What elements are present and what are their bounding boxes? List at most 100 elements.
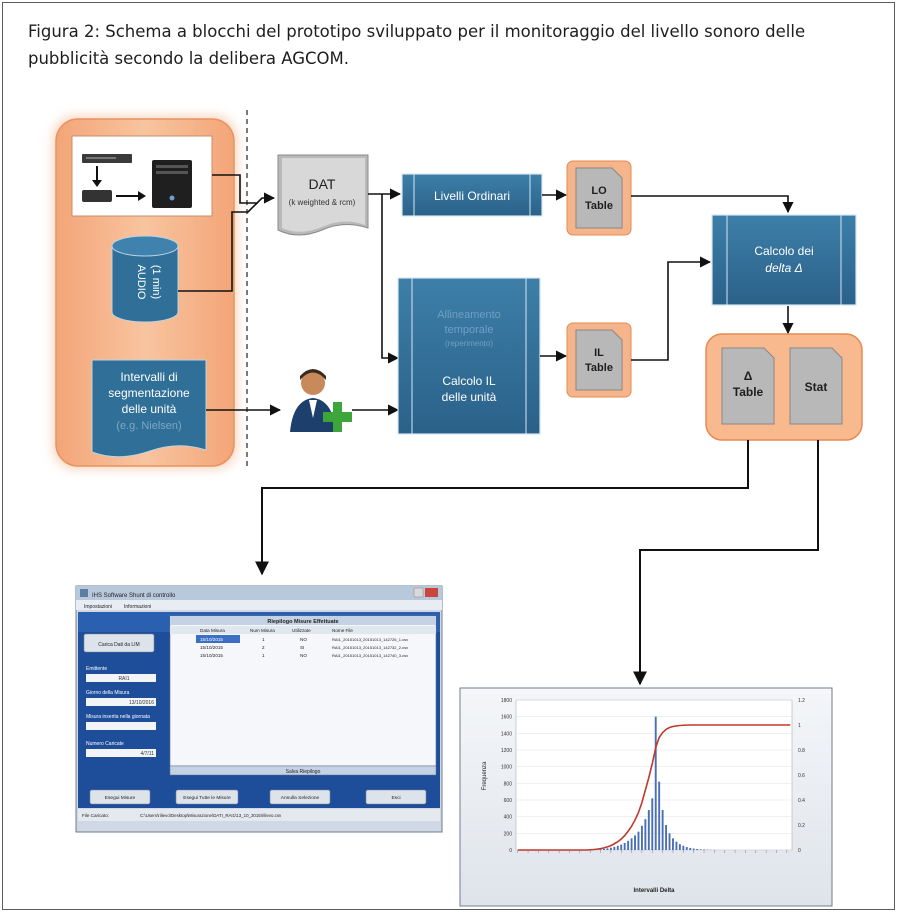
histogram-bar <box>672 838 674 850</box>
table-row[interactable]: 15/10/2015 1 NO RAI1_20151013_20151013_1… <box>200 653 408 658</box>
segments-line1: Intervalli di <box>120 370 177 384</box>
histogram-bar <box>620 844 623 850</box>
alignment-line3: (reperimento) <box>445 339 493 348</box>
table-row[interactable]: 15/10/2015 1 NO RAI1_20151013_20151013_1… <box>196 635 408 643</box>
segmentation-document: Intervalli di segmentazione delle unità … <box>91 359 207 458</box>
audio-storage: AUDIO (1 min) <box>111 235 179 323</box>
app-menu-item-info[interactable]: Informazioni <box>124 604 151 610</box>
chart-gridlines <box>516 699 792 851</box>
y2-tick-label: 1 <box>798 723 801 729</box>
cancel-selection-label: Annulla Selezione <box>281 795 320 801</box>
y-tick-label: 1600 <box>501 715 512 721</box>
histogram-bar <box>703 849 705 850</box>
histogram-bar <box>699 849 702 850</box>
processing-connectors <box>352 188 402 416</box>
histogram-bar <box>696 849 699 850</box>
alignment-box: Allineamento temporale (reperimento) Cal… <box>397 277 541 435</box>
histogram-bar <box>647 810 650 850</box>
y-tick-label: 600 <box>504 798 513 804</box>
y2-tick-label: 1.2 <box>798 698 805 704</box>
histogram-bar <box>640 825 643 850</box>
exit-button[interactable] <box>365 789 427 805</box>
row-1-file: RAI1_20151013_20151013_142726_1.csv <box>332 637 408 642</box>
histogram-bar <box>665 825 668 850</box>
load-data-button-label: Carica Dati da LIM <box>98 642 139 648</box>
histogram-bar <box>685 847 688 850</box>
audio-label: AUDIO <box>135 265 147 300</box>
y2-tick-label: 0.6 <box>798 773 805 779</box>
il-table-line2: Table <box>585 362 613 374</box>
save-summary-button[interactable] <box>169 765 437 776</box>
recording-devices-icon <box>71 135 213 217</box>
delta-calc-line1: Calcolo dei <box>754 244 813 258</box>
field-numero-label: Numero Caricate <box>86 741 124 747</box>
alignment-line2: temporale <box>445 324 494 336</box>
table-header-used: Utilizzate <box>292 628 311 633</box>
y-tick-label: 200 <box>504 831 513 837</box>
output-panel: Δ Table Stat <box>705 333 863 441</box>
histogram-bar <box>658 781 661 850</box>
y-tick-label: 800 <box>504 781 513 787</box>
output-connectors <box>255 440 819 686</box>
table-row[interactable]: 15/10/2015 2 SI RAI1_20151013_20151013_1… <box>200 645 408 650</box>
row-2-file: RAI1_20151013_20151013_142732_2.csv <box>332 645 408 650</box>
emittente-value: RAI1 <box>118 676 129 682</box>
histogram-bar <box>644 819 647 850</box>
histogram-bar <box>682 845 685 850</box>
histogram-bar <box>630 838 633 850</box>
segments-line2: segmentazione <box>108 386 190 400</box>
row-1-num: 1 <box>262 637 265 642</box>
figure-caption: Figura 2: Schema a blocchi del prototipo… <box>28 22 806 68</box>
exit-label: Esci <box>391 795 400 801</box>
histogram-bar <box>675 841 678 850</box>
lo-table-line1: LO <box>591 185 607 197</box>
table-header-file: Nome File <box>332 628 353 633</box>
giorno-value: 13/10/2016 <box>129 700 154 706</box>
run-measure-label: Esegui Misure <box>105 795 136 801</box>
misura-select[interactable] <box>86 722 156 730</box>
il-table: IL Table <box>566 322 632 398</box>
numero-input[interactable] <box>86 749 156 757</box>
y2-tick-label: 0.4 <box>798 798 805 804</box>
il-table-line1: IL <box>594 347 604 359</box>
alignment-line5: delle unità <box>442 390 497 404</box>
load-data-button[interactable] <box>83 633 155 653</box>
levels-label: Livelli Ordinari <box>434 189 510 203</box>
app-menu-item-settings[interactable]: Impostazioni <box>84 604 112 610</box>
histogram-bar <box>634 835 636 850</box>
y2-tick-label: 0.8 <box>798 748 805 754</box>
table-title: Riepilogo Misure Effettuate <box>267 619 338 625</box>
app-left-controls: Carica Dati da LIM Emittente RAI1 Giorno… <box>83 633 156 757</box>
dat-title: DAT <box>309 176 336 192</box>
run-measure-button[interactable] <box>89 789 151 805</box>
row-3-date: 15/10/2015 <box>200 653 223 658</box>
y-tick-label: 1400 <box>501 731 512 737</box>
cancel-selection-button[interactable] <box>269 789 331 805</box>
histogram-bar <box>609 847 612 850</box>
run-all-button[interactable] <box>175 789 239 805</box>
delta-table-line2: Table <box>733 385 764 399</box>
chart-x-ticks <box>517 850 788 853</box>
histogram-bar <box>668 833 671 850</box>
table-connectors <box>540 189 568 362</box>
input-connectors <box>178 174 282 416</box>
histogram-bar <box>654 716 657 850</box>
row-2-num: 2 <box>262 645 265 650</box>
giorno-input[interactable] <box>86 698 156 706</box>
emittente-input[interactable] <box>86 674 156 682</box>
user-add-icon <box>282 366 352 442</box>
y-tick-label: 400 <box>504 815 513 821</box>
row-2-used: SI <box>300 645 304 650</box>
chart-y2-axis: 00.20.40.60.811.2 <box>798 698 805 854</box>
y2-tick-label: 0 <box>798 848 801 854</box>
histogram-bar <box>603 848 605 850</box>
row-1-date: 15/10/2015 <box>200 637 223 642</box>
table-header-date: Data Misura <box>200 628 225 633</box>
dat-document: DAT (k weighted & rcm) <box>277 154 369 236</box>
field-giorno-label: Giorno della Misura <box>86 690 130 696</box>
histogram-bar <box>637 831 640 850</box>
histogram-bar <box>689 847 692 850</box>
status-path: C:\Users\rilievo\Desktop\Misurazione\DAT… <box>140 813 282 818</box>
